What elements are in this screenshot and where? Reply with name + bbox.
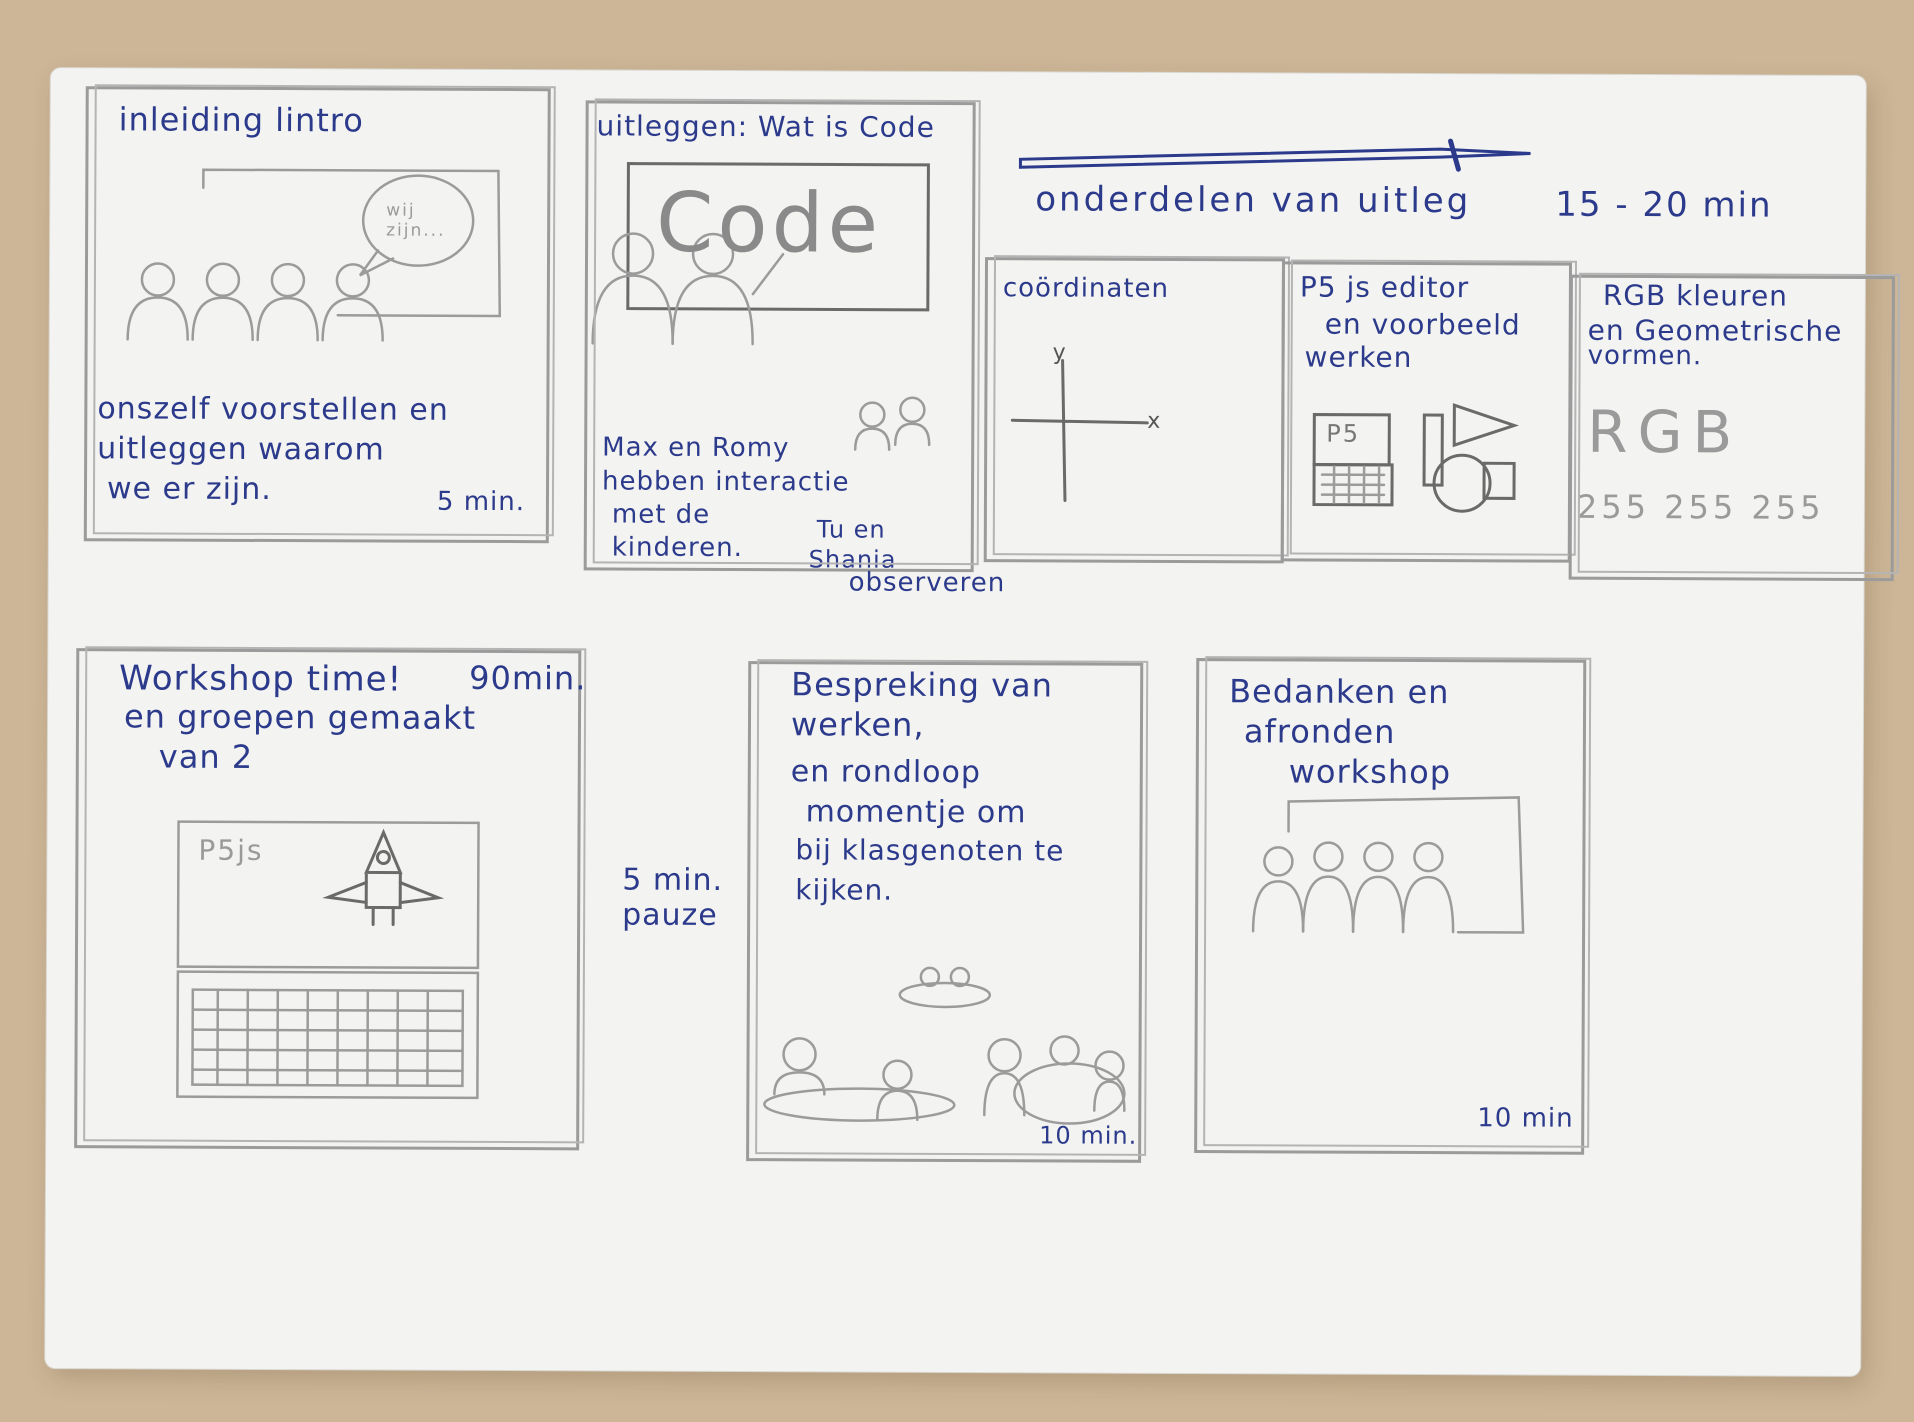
rgb-letters: RGB	[1587, 397, 1743, 467]
observers-line-3: observeren	[848, 567, 1006, 599]
intro-body-line-1: onszelf voorstellen en	[97, 391, 449, 428]
code-panel: uitleggen: Wat is Code Code Max en Romy …	[583, 100, 976, 574]
header-duration: 15 - 20 min	[1555, 184, 1773, 226]
review-duration: 10 min.	[1039, 1121, 1138, 1150]
code-board-text: Code	[655, 175, 883, 272]
intro-duration: 5 min.	[436, 486, 526, 518]
closing-duration: 10 min	[1477, 1103, 1574, 1134]
axis-y-label: y	[1052, 340, 1068, 366]
closing-board-sketch	[1251, 796, 1525, 934]
review-panel: Bespreking van werken, en rondloop momen…	[746, 661, 1144, 1163]
observers-line-1: Tu en	[816, 515, 886, 544]
rgb-title-line-1: RGB kleuren	[1602, 278, 1789, 313]
pen-arrow-sketch	[1018, 138, 1531, 172]
code-body-line-4: kinderen.	[611, 532, 743, 564]
closing-panel: Bedanken en afronden workshop 10 min	[1194, 658, 1587, 1155]
code-body-line-3: met de	[611, 499, 711, 530]
coordinate-axes-sketch	[1010, 358, 1149, 502]
presentation-board-sketch	[126, 168, 502, 342]
pause-line-2: pauze	[622, 897, 718, 933]
workshop-panel: Workshop time! 90min. en groepen gemaakt…	[74, 648, 587, 1151]
editor-screen-label: P5	[1326, 419, 1361, 448]
rgb-title-line-3: vormen.	[1587, 340, 1703, 372]
speech-bubble-text: wij zijn...	[386, 200, 446, 242]
editor-laptop-sketch	[1312, 403, 1520, 513]
editor-panel: P5 js editor en voorbeeld werken P5	[1280, 261, 1573, 563]
review-tables-sketch	[763, 966, 1126, 1125]
workshop-screen-sketch	[176, 820, 480, 1100]
code-body-line-1: Max en Romy	[602, 432, 790, 464]
rgb-panel: RGB kleuren en Geometrische vormen. RGB …	[1568, 274, 1895, 582]
intro-panel: inleiding lintro wij zijn... onszelf voo…	[83, 86, 551, 544]
intro-body-line-3: we er zijn.	[106, 471, 272, 508]
rgb-values: 255 255 255	[1576, 487, 1825, 527]
intro-body-line-2: uitleggen waarom	[97, 431, 385, 468]
code-body-line-2: hebben interactie	[601, 466, 850, 498]
header-text: onderdelen van uitleg	[1035, 179, 1472, 222]
axis-x-label: x	[1147, 408, 1163, 434]
coordinates-panel: coördinaten y x	[983, 257, 1286, 564]
pause-line-1: 5 min.	[622, 862, 724, 898]
storyboard-paper: inleiding lintro wij zijn... onszelf voo…	[45, 68, 1895, 1376]
workshop-screen-label: P5js	[198, 833, 264, 867]
code-board-sketch	[591, 162, 931, 451]
